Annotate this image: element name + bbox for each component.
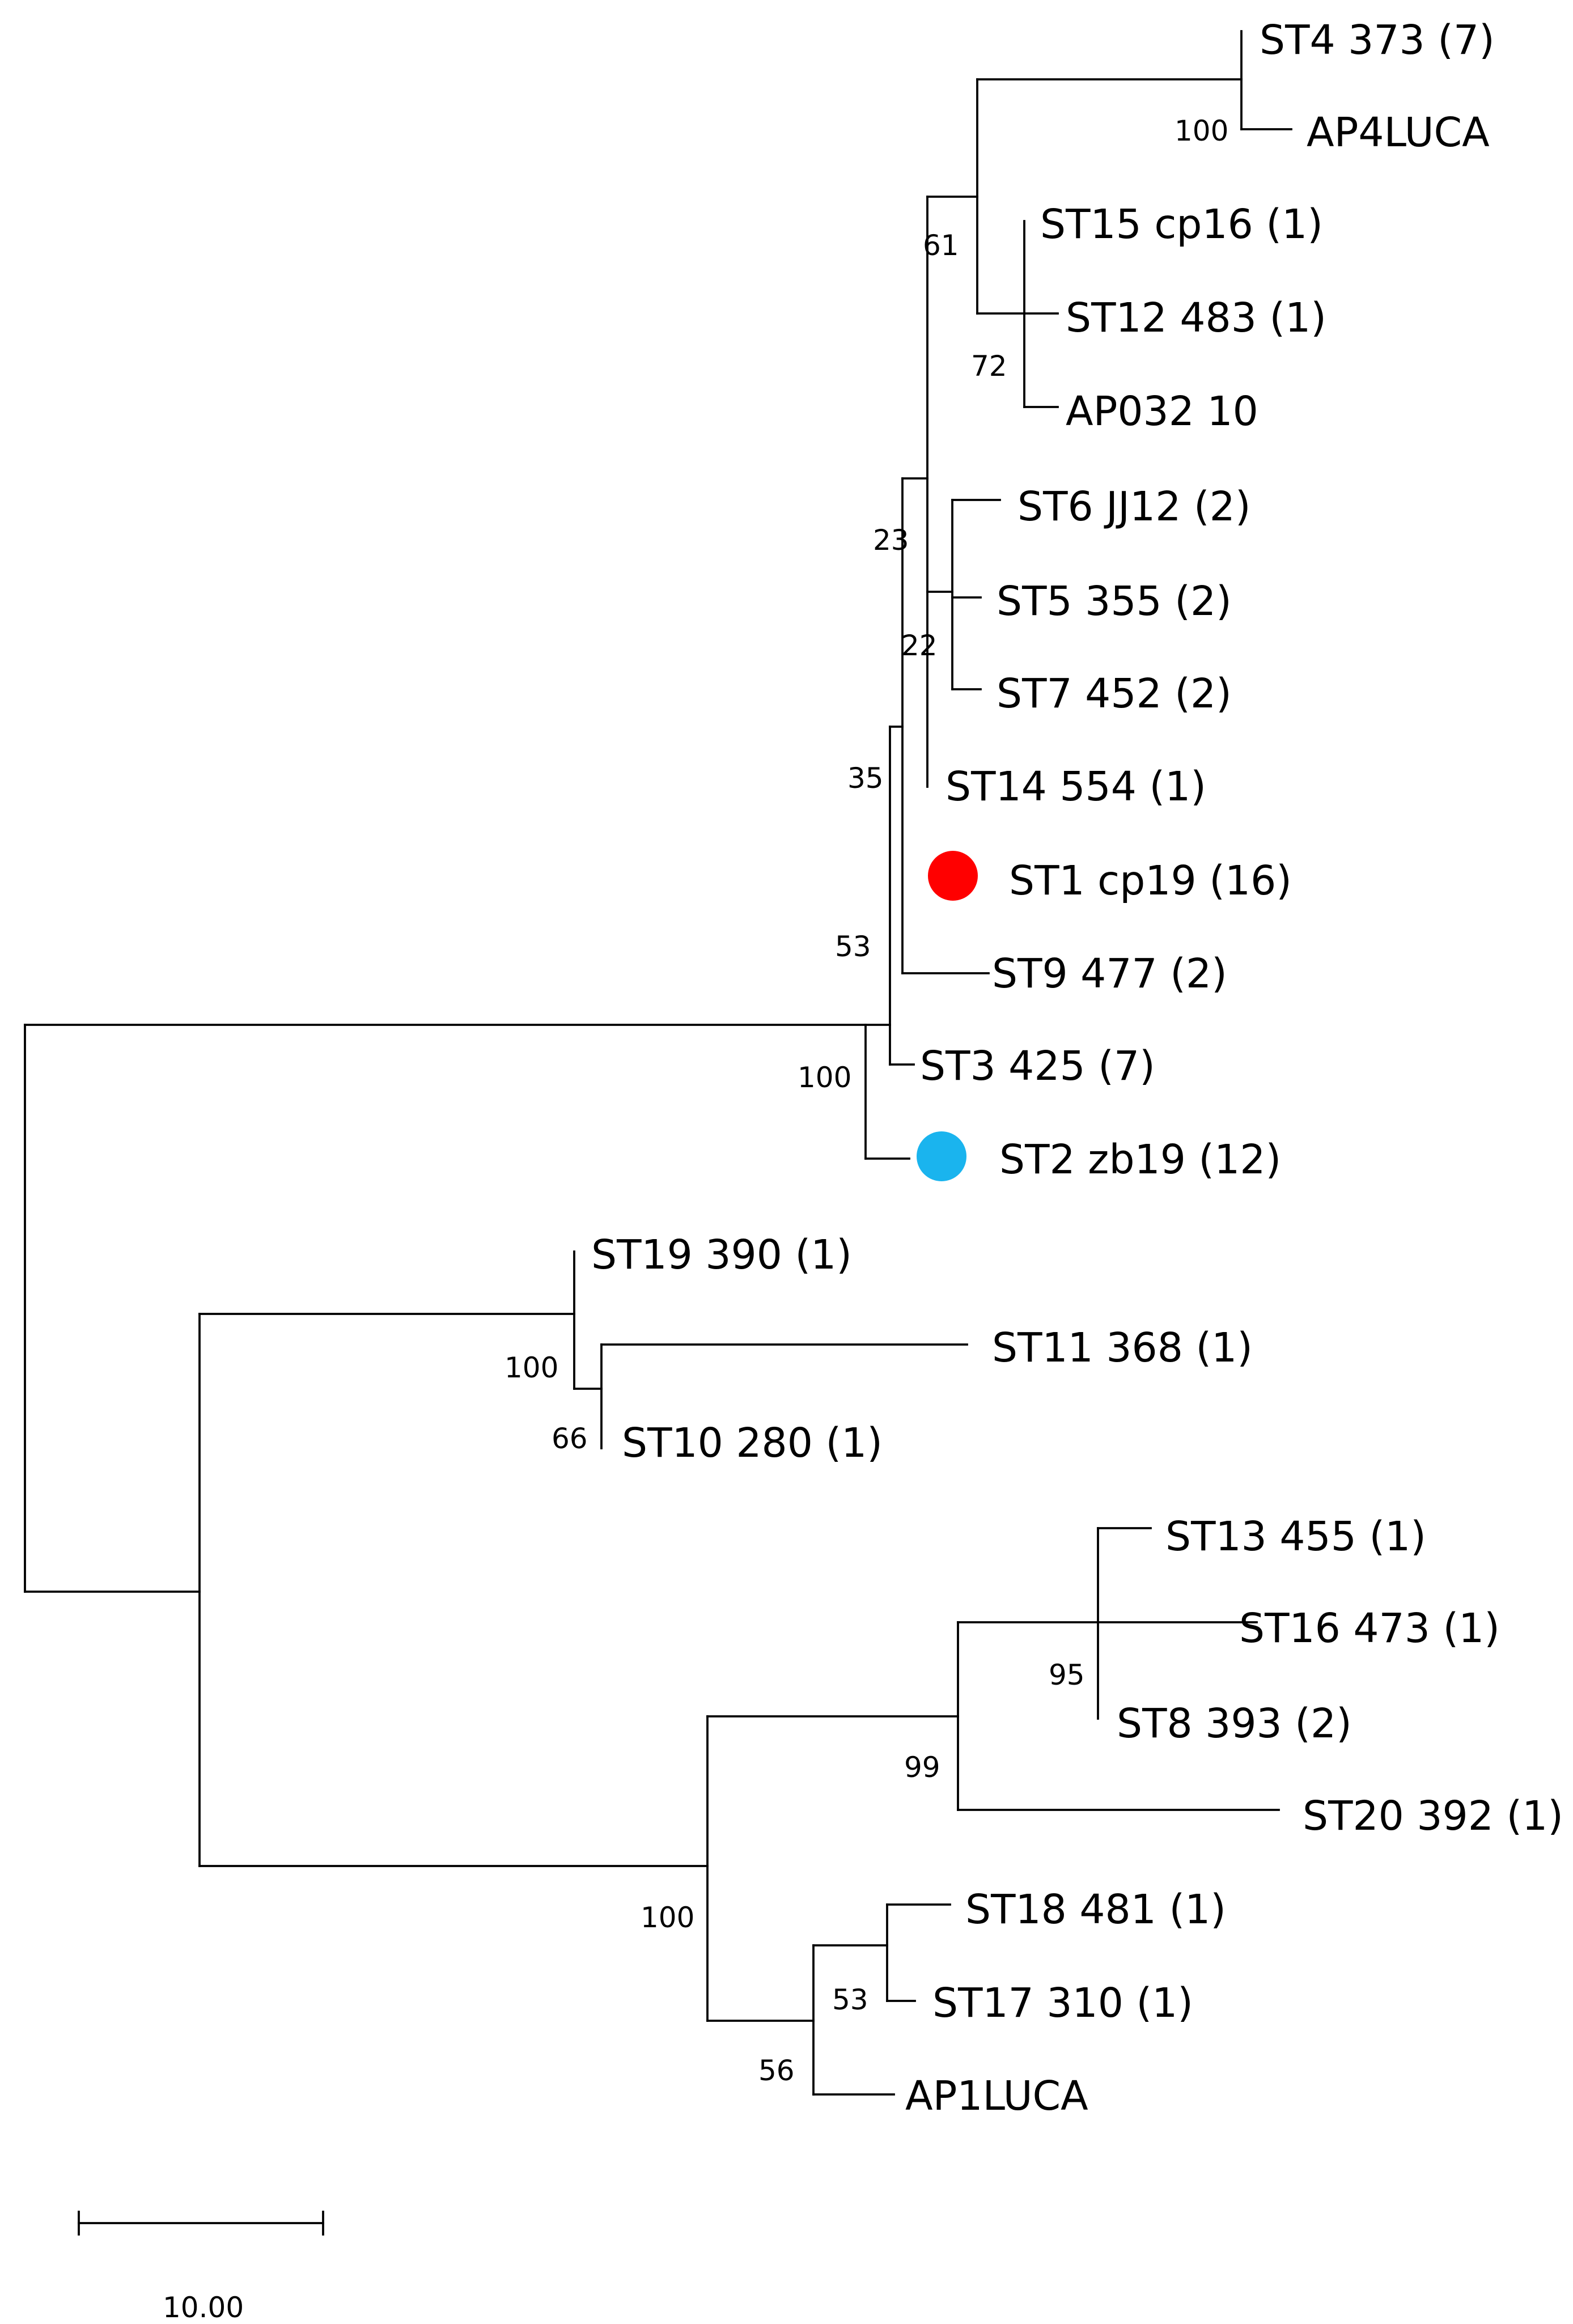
bootstrap-value: 100 bbox=[641, 1901, 694, 1934]
bootstrap-value: 35 bbox=[847, 762, 884, 795]
st1-red-marker bbox=[928, 851, 978, 901]
bootstrap-value: 56 bbox=[758, 2054, 795, 2087]
leaf-label-st18: ST18 481 (1) bbox=[965, 1886, 1226, 1933]
bootstrap-values: 100 61 72 23 22 35 53 100 100 66 95 99 1… bbox=[504, 114, 1228, 2087]
leaf-label-st1: ST1 cp19 (16) bbox=[1009, 857, 1292, 904]
leaf-labels: ST4 373 (7) AP4LUCA ST15 cp16 (1) ST12 4… bbox=[591, 16, 1563, 2119]
leaf-label-st2: ST2 zb19 (12) bbox=[999, 1136, 1281, 1183]
leaf-label-st3: ST3 425 (7) bbox=[920, 1042, 1155, 1089]
leaf-label-ap1luca: AP1LUCA bbox=[905, 2072, 1088, 2119]
st2-blue-marker bbox=[917, 1131, 966, 1181]
leaf-label-st20: ST20 392 (1) bbox=[1303, 1792, 1563, 1839]
leaf-label-st10: ST10 280 (1) bbox=[622, 1419, 883, 1466]
leaf-label-st19: ST19 390 (1) bbox=[591, 1231, 852, 1278]
leaf-label-ap032: AP032 10 bbox=[1066, 388, 1258, 435]
bootstrap-value: 99 bbox=[904, 1751, 940, 1784]
bootstrap-value: 72 bbox=[971, 350, 1007, 383]
leaf-label-st9: ST9 477 (2) bbox=[992, 950, 1227, 997]
bootstrap-value: 53 bbox=[835, 930, 871, 963]
tree-branches bbox=[24, 30, 1292, 2236]
leaf-label-st11: ST11 368 (1) bbox=[992, 1324, 1253, 1371]
leaf-label-st14: ST14 554 (1) bbox=[946, 763, 1206, 810]
bootstrap-value: 61 bbox=[923, 229, 959, 262]
leaf-label-st5: ST5 355 (2) bbox=[997, 578, 1232, 625]
bootstrap-value: 66 bbox=[552, 1422, 588, 1455]
leaf-label-st15: ST15 cp16 (1) bbox=[1040, 201, 1323, 248]
bootstrap-value: 95 bbox=[1049, 1659, 1085, 1691]
leaf-label-st16: ST16 473 (1) bbox=[1239, 1605, 1500, 1652]
leaf-label-st8: ST8 393 (2) bbox=[1117, 1700, 1352, 1747]
leaf-label-st12: ST12 483 (1) bbox=[1066, 294, 1326, 341]
leaf-label-st4: ST4 373 (7) bbox=[1260, 16, 1495, 63]
leaf-label-st13: ST13 455 (1) bbox=[1165, 1513, 1426, 1560]
bootstrap-value: 100 bbox=[504, 1351, 558, 1384]
scale-bar-label: 10.00 bbox=[163, 2291, 244, 2324]
bootstrap-value: 53 bbox=[832, 1983, 868, 2016]
leaf-label-st6: ST6 JJ12 (2) bbox=[1017, 483, 1251, 530]
bootstrap-value: 100 bbox=[1175, 114, 1228, 147]
leaf-label-st7: ST7 452 (2) bbox=[997, 670, 1232, 717]
bootstrap-value: 23 bbox=[873, 524, 909, 557]
bootstrap-value: 100 bbox=[798, 1061, 851, 1094]
leaf-label-ap4luca: AP4LUCA bbox=[1307, 109, 1490, 156]
leaf-label-st17: ST17 310 (1) bbox=[932, 1979, 1193, 2026]
bootstrap-value: 22 bbox=[901, 629, 938, 662]
